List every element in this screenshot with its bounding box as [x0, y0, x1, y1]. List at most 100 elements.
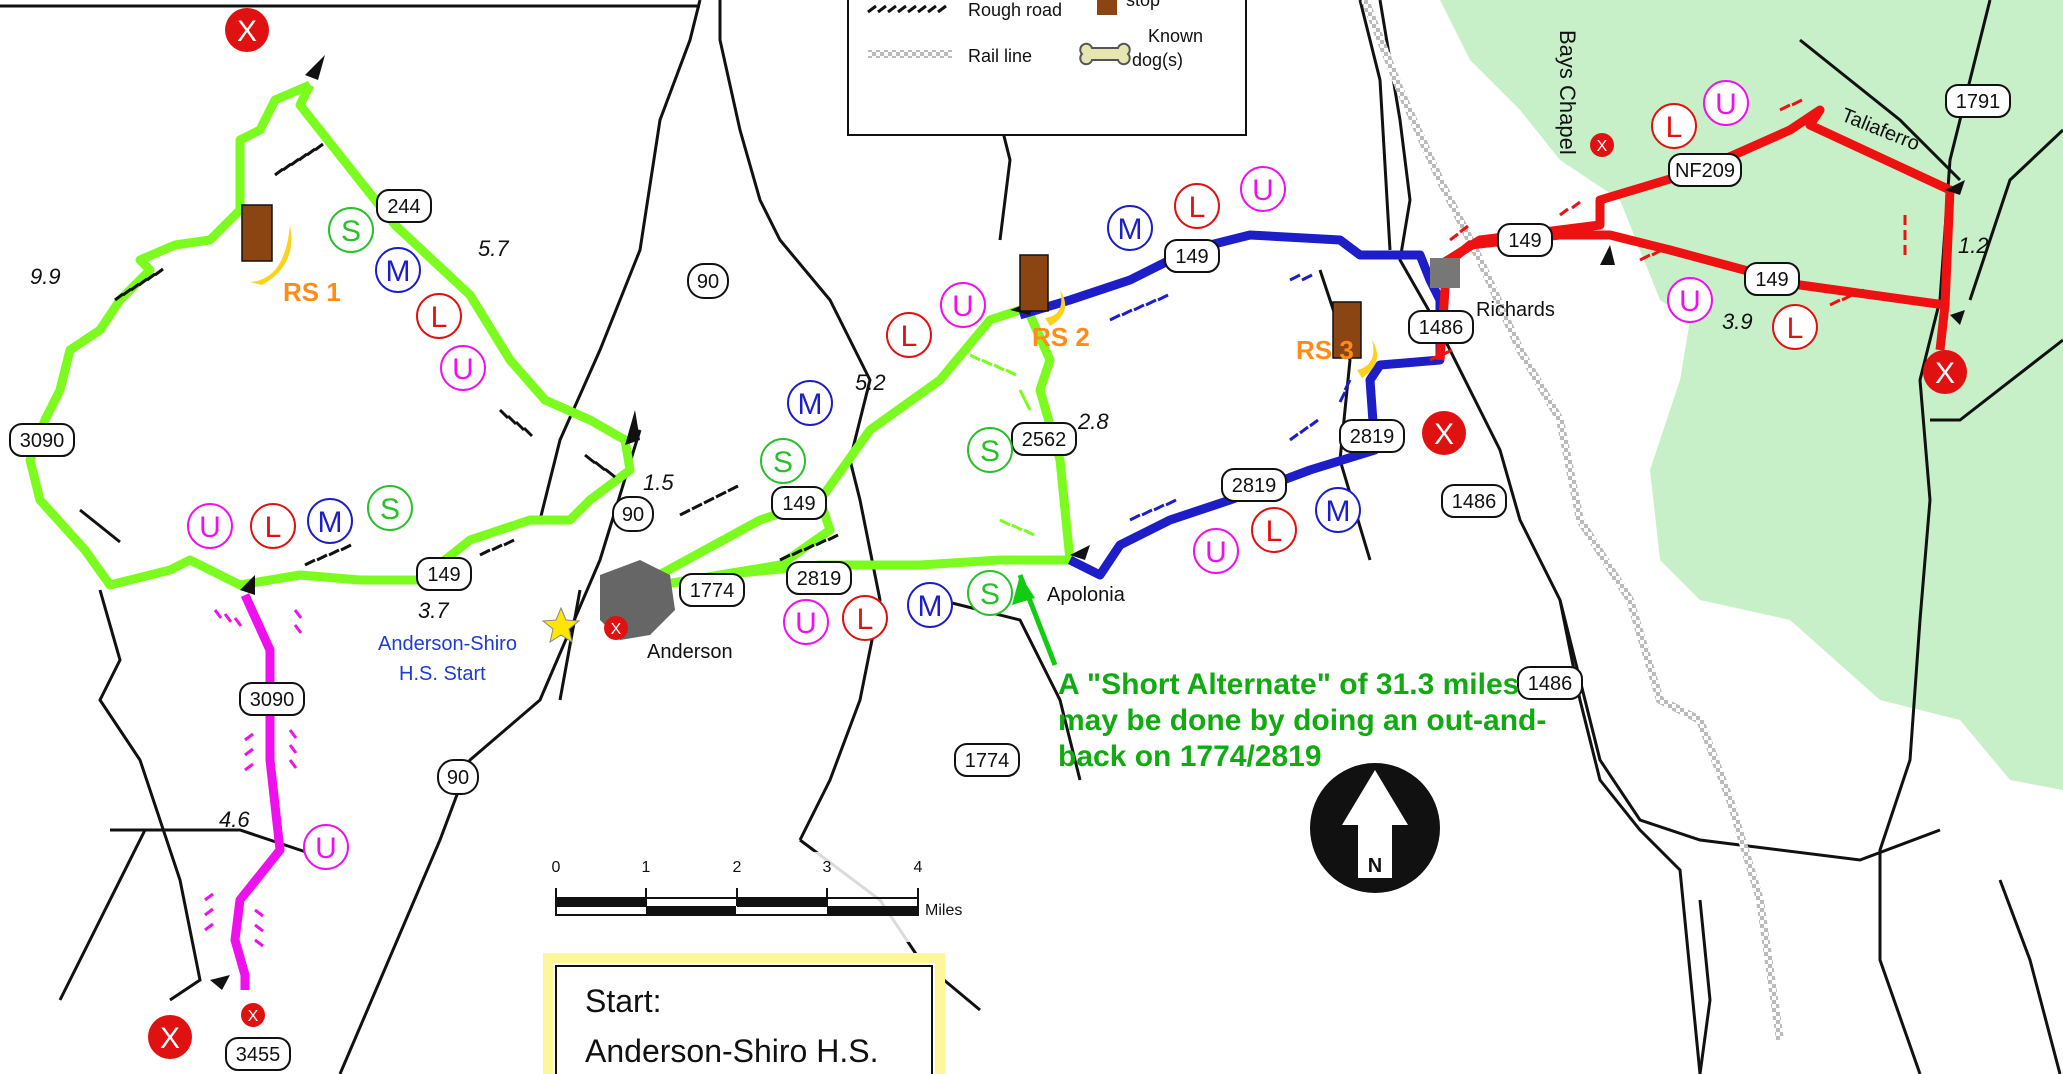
route-marker-m-1: M [375, 247, 421, 293]
svg-text:149: 149 [782, 493, 815, 515]
x-marker-2: X [148, 1015, 192, 1059]
shield-nf209: NF209 [1668, 153, 1742, 187]
svg-text:U: U [795, 607, 817, 640]
svg-text:S: S [380, 493, 400, 526]
legend-box [847, 0, 1247, 136]
svg-text:back on 1774/2819: back on 1774/2819 [1058, 740, 1322, 773]
magenta-route [230, 593, 285, 990]
shield-1791: 1791 [1945, 84, 2011, 118]
svg-text:U: U [1679, 285, 1701, 318]
route-marker-s-5: S [967, 570, 1013, 616]
apolonia-label: Apolonia [1047, 584, 1126, 606]
svg-text:244: 244 [387, 196, 420, 218]
svg-text:90: 90 [622, 504, 644, 526]
svg-text:U: U [452, 353, 474, 386]
short-alternate-arrowhead [1012, 575, 1035, 605]
anderson-label: Anderson [647, 641, 733, 663]
route-marker-l-3: L [886, 312, 932, 358]
blue-route [1018, 230, 1445, 580]
start-label-1: Anderson-Shiro [378, 633, 517, 655]
outhouse-icon-rs1 [241, 204, 273, 262]
svg-text:U: U [1252, 174, 1274, 207]
shield-1774-a: 1774 [679, 573, 745, 607]
shield-2819-a: 2819 [786, 561, 852, 595]
svg-text:U: U [1205, 536, 1227, 569]
rail-line [1361, 0, 1784, 1041]
svg-text:L: L [857, 603, 874, 636]
svg-text:X: X [1597, 138, 1608, 155]
route-marker-u-6: U [783, 599, 829, 645]
shield-1774-b: 1774 [954, 743, 1020, 777]
scale-tick-4: 4 [914, 859, 923, 876]
svg-text:M: M [1326, 495, 1351, 528]
svg-text:1774: 1774 [965, 750, 1010, 772]
scale-bar: 0 1 2 3 4 Miles [538, 852, 974, 942]
shield-1486-b: 1486 [1441, 484, 1507, 518]
shield-149-red-b: 149 [1744, 262, 1800, 296]
legend-stop-icon [1097, 0, 1117, 15]
svg-text:L: L [431, 301, 448, 334]
turnaround-markers: X X X X X X X [148, 8, 1967, 1059]
distance-labels: 9.9 5.7 1.5 3.7 4.6 5.2 2.8 1.2 3.9 [30, 233, 1989, 832]
svg-text:X: X [1935, 357, 1955, 390]
rs1-label: RS 1 [283, 277, 341, 307]
rs2-label: RS 2 [1032, 322, 1090, 352]
x-marker-3: X [1422, 411, 1466, 455]
x-marker-1: X [225, 8, 269, 52]
legend-rough-road-symbol [867, 4, 947, 14]
route-marker-u-3: U [303, 824, 349, 870]
scale-tick-2: 2 [733, 859, 742, 876]
outhouse-icon-rs2 [1019, 254, 1049, 312]
legend-bone-icon [1079, 42, 1131, 66]
svg-text:1486: 1486 [1528, 673, 1573, 695]
route-marker-s-4: S [967, 427, 1013, 473]
svg-text:1.5: 1.5 [643, 470, 674, 495]
svg-text:U: U [952, 290, 974, 323]
svg-text:149: 149 [1175, 246, 1208, 268]
shield-149-west: 149 [416, 557, 472, 591]
road-shields: 244 3090 149 90 90 90 1774 2819 149 2562… [9, 84, 2011, 1071]
legend: Rough road Rail line stop Known dog(s) [847, 0, 1247, 136]
svg-text:1.2: 1.2 [1958, 233, 1989, 258]
richards-label: Richards [1476, 299, 1555, 321]
svg-text:may be done by doing an out-an: may be done by doing an out-and- [1058, 704, 1546, 737]
shield-149-red-a: 149 [1497, 223, 1553, 257]
scale-tick-1: 1 [642, 859, 651, 876]
svg-text:L: L [1266, 515, 1283, 548]
route-marker-u-8: U [1703, 80, 1749, 126]
rest-stop-labels: RS 1 RS 2 RS 3 [283, 277, 1354, 365]
route-letter-markers: S M L U U L M S U M S L U S M L U U L M … [187, 80, 1818, 870]
svg-text:S: S [773, 446, 793, 479]
shield-1486-a: 1486 [1408, 310, 1474, 344]
svg-text:L: L [265, 511, 282, 544]
svg-text:4.6: 4.6 [219, 807, 250, 832]
scale-tick-3: 3 [823, 859, 832, 876]
route-marker-u-1: U [440, 345, 486, 391]
svg-text:3455: 3455 [236, 1044, 281, 1066]
svg-text:X: X [237, 15, 257, 48]
route-marker-l-5: L [842, 595, 888, 641]
svg-text:L: L [1787, 312, 1804, 345]
route-marker-m-6: M [1315, 487, 1361, 533]
route-marker-l-1: L [416, 293, 462, 339]
svg-text:1486: 1486 [1452, 491, 1497, 513]
banana-icon-rs2 [1045, 290, 1066, 326]
turn-arrows [210, 55, 1965, 990]
x-marker-small-2: X [604, 616, 628, 640]
shield-90-north: 90 [687, 263, 729, 299]
svg-text:U: U [1715, 88, 1737, 121]
x-marker-4: X [1923, 350, 1967, 394]
route-marker-s-2: S [367, 485, 413, 531]
richards-town [1430, 258, 1460, 288]
banana-icon-rs3 [1357, 340, 1378, 378]
svg-text:2819: 2819 [797, 568, 842, 590]
svg-text:2.8: 2.8 [1077, 409, 1109, 434]
svg-text:S: S [980, 435, 1000, 468]
svg-text:1791: 1791 [1956, 91, 2001, 113]
svg-text:M: M [1118, 213, 1143, 246]
route-marker-l-4: L [1174, 183, 1220, 229]
route-marker-u-9: U [1667, 277, 1713, 323]
shield-2562: 2562 [1011, 422, 1077, 456]
svg-text:U: U [199, 511, 221, 544]
